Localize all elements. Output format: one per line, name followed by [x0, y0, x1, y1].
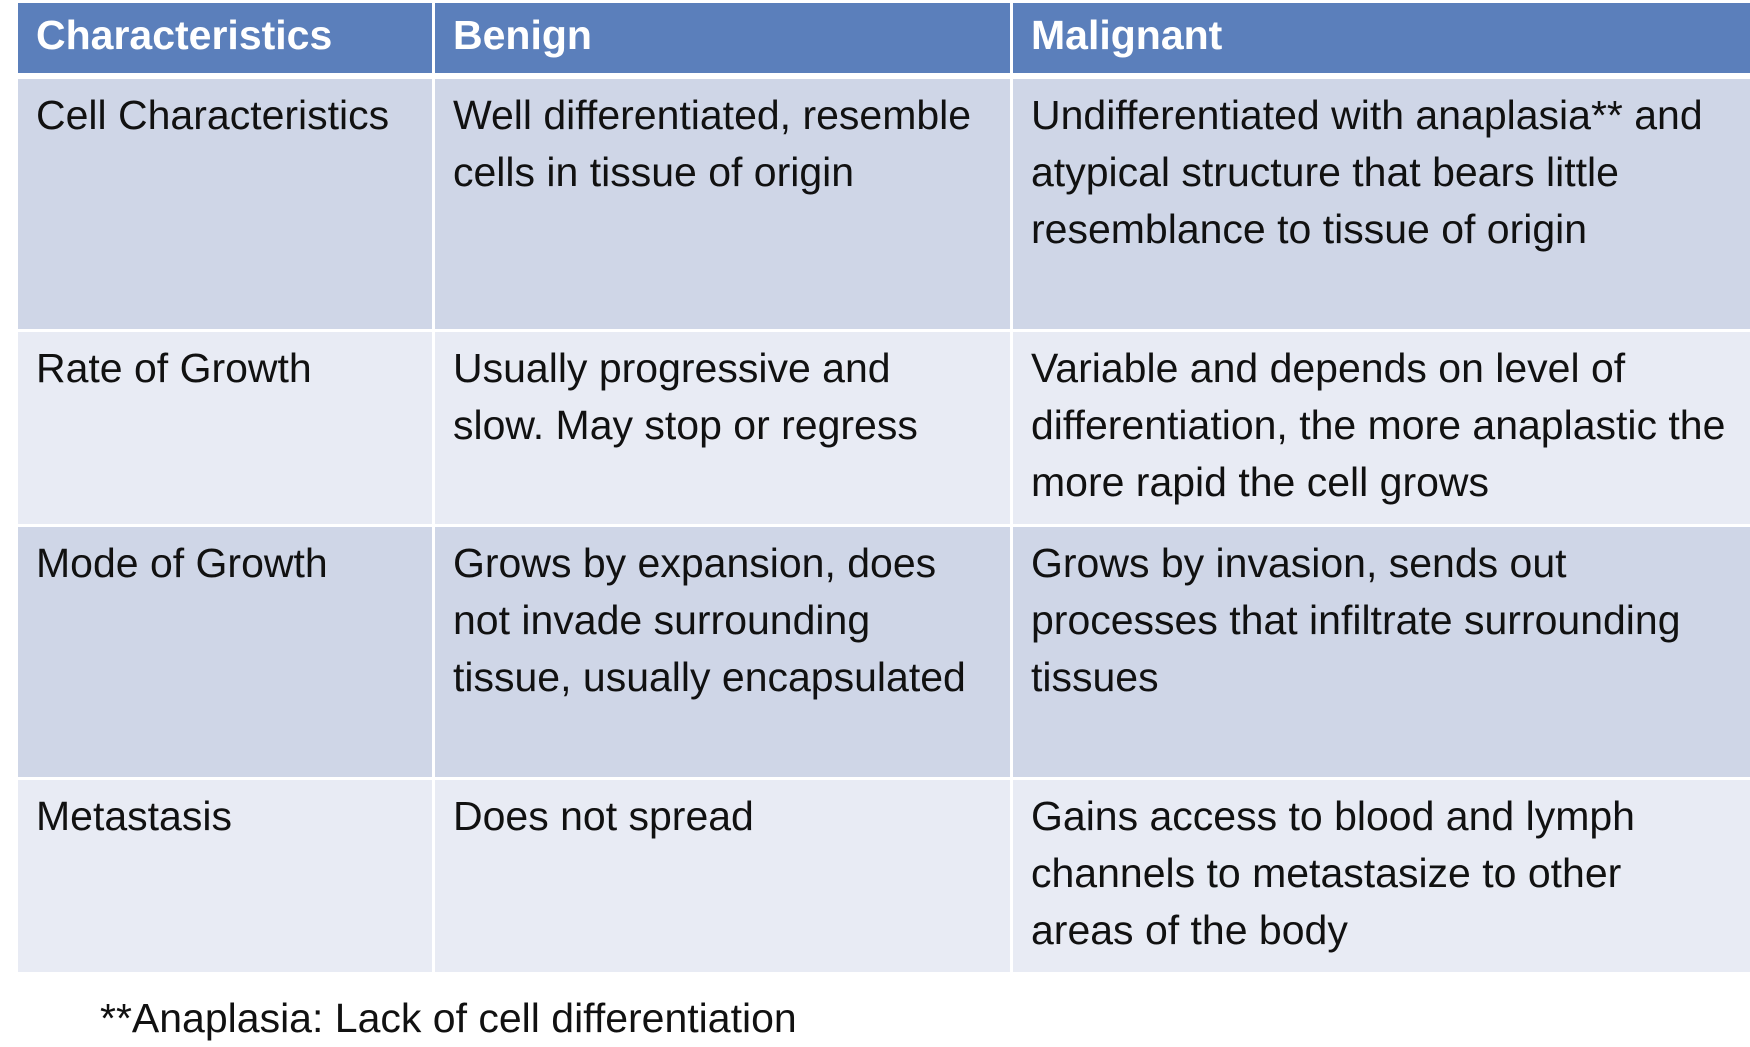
- row-characteristic: Cell Characteristics: [17, 76, 434, 331]
- row-characteristic: Metastasis: [17, 779, 434, 974]
- table-row: Metastasis Does not spread Gains access …: [17, 779, 1750, 974]
- footnote: **Anaplasia: Lack of cell differentiatio…: [100, 990, 797, 1047]
- header-malignant: Malignant: [1012, 2, 1750, 77]
- header-benign: Benign: [434, 2, 1012, 77]
- row-malignant-cell: Gains access to blood and lymph channels…: [1012, 779, 1750, 974]
- table-row: Mode of Growth Grows by expansion, does …: [17, 526, 1750, 779]
- comparison-table-container: Characteristics Benign Malignant Cell Ch…: [15, 0, 1750, 975]
- table-row: Cell Characteristics Well differentiated…: [17, 76, 1750, 331]
- row-characteristic: Mode of Growth: [17, 526, 434, 779]
- header-row: Characteristics Benign Malignant: [17, 2, 1750, 77]
- row-malignant-cell: Undifferentiated with anaplasia** and at…: [1012, 76, 1750, 331]
- row-benign-cell: Does not spread: [434, 779, 1012, 974]
- benign-vs-malignant-table: Characteristics Benign Malignant Cell Ch…: [15, 0, 1750, 975]
- row-benign-cell: Usually progressive and slow. May stop o…: [434, 331, 1012, 526]
- row-characteristic: Rate of Growth: [17, 331, 434, 526]
- row-malignant-cell: Grows by invasion, sends out processes t…: [1012, 526, 1750, 779]
- row-malignant-cell: Variable and depends on level of differe…: [1012, 331, 1750, 526]
- row-benign-cell: Grows by expansion, does not invade surr…: [434, 526, 1012, 779]
- row-benign-cell: Well differentiated, resemble cells in t…: [434, 76, 1012, 331]
- header-characteristics: Characteristics: [17, 2, 434, 77]
- table-row: Rate of Growth Usually progressive and s…: [17, 331, 1750, 526]
